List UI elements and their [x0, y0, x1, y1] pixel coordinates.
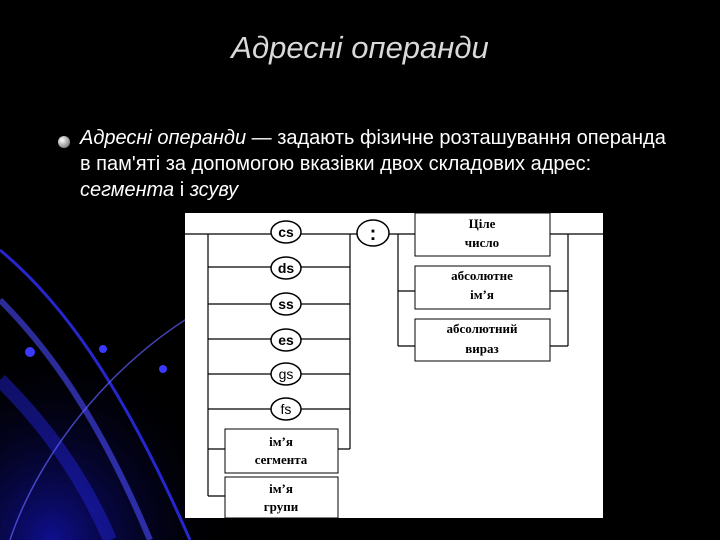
syntax-diagram-svg: cs ds ss es gs fs : ім’я	[185, 213, 603, 518]
register-es-node: es	[270, 328, 302, 352]
register-cs-label: cs	[278, 224, 294, 240]
group-name-line1: ім’я	[269, 481, 293, 496]
group-name-box: ім’я групи	[224, 476, 339, 518]
register-fs-label: fs	[281, 401, 292, 417]
register-cs-node: cs	[270, 220, 302, 244]
register-es-label: es	[278, 332, 294, 348]
bullet-text: Адресні операнди — задають фізичне розта…	[80, 125, 678, 203]
syntax-diagram: cs ds ss es gs fs : ім’я	[185, 213, 603, 518]
absolute-name-line1: абсолютне	[451, 268, 513, 283]
bullet-description: — задають фізичне розташування операнда …	[80, 127, 666, 175]
register-fs-node: fs	[270, 397, 302, 421]
segment-name-line1: ім’я	[269, 434, 293, 449]
colon-node: :	[356, 219, 390, 247]
integer-line2: число	[465, 235, 499, 250]
group-name-line2: групи	[264, 499, 299, 514]
register-gs-node: gs	[270, 362, 302, 386]
bullet-offset-word: зсуву	[189, 179, 239, 201]
absolute-expression-box: абсолютний вираз	[414, 318, 551, 362]
slide-title: Адресні операнди	[231, 30, 489, 65]
bullet-and-word: і	[174, 179, 190, 201]
integer-line1: Ціле	[469, 216, 496, 231]
decor-dot	[99, 345, 107, 353]
segment-name-line2: сегмента	[255, 452, 308, 467]
absolute-name-box: абсолютне ім’я	[414, 265, 551, 310]
register-gs-label: gs	[279, 366, 294, 382]
bullet-dot-icon	[58, 136, 70, 148]
bullet-segment-word: сегмента	[80, 179, 175, 201]
absolute-name-line2: ім’я	[470, 287, 494, 302]
integer-box: Ціле число	[414, 213, 551, 257]
decor-dot	[159, 365, 167, 373]
register-ss-label: ss	[278, 296, 294, 312]
colon-label: :	[370, 223, 377, 245]
register-ds-node: ds	[270, 256, 302, 280]
absolute-expression-line2: вираз	[465, 341, 498, 356]
segment-name-box: ім’я сегмента	[224, 428, 339, 474]
decor-dot	[25, 347, 35, 357]
bullet-item: Адресні операнди — задають фізичне розта…	[58, 125, 678, 203]
bullet-term: Адресні операнди	[80, 127, 247, 149]
absolute-expression-line1: абсолютний	[446, 321, 518, 336]
register-ss-node: ss	[270, 292, 302, 316]
register-ds-label: ds	[278, 260, 295, 276]
